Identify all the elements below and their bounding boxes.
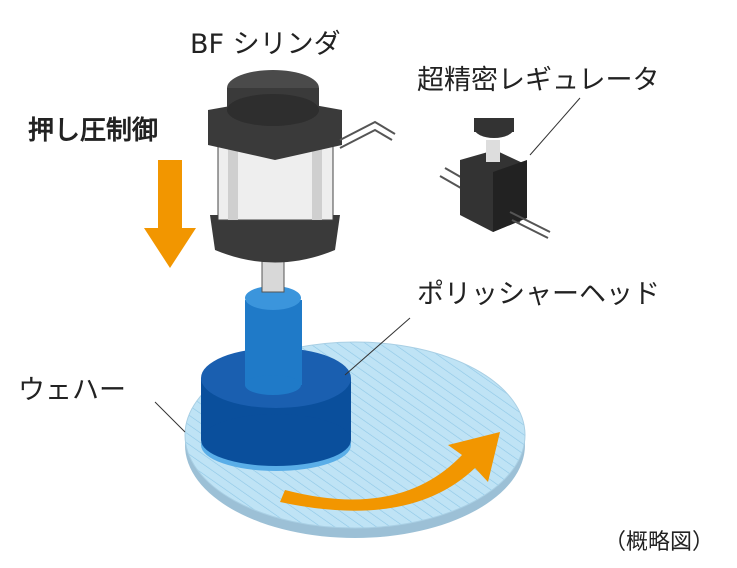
bf-cylinder: [208, 70, 396, 263]
wafer-label: ウェハー: [18, 375, 126, 406]
regulator-label: 超精密レギュレータ: [417, 65, 660, 96]
regulator: [439, 118, 551, 239]
rotation-arrow: [280, 432, 500, 511]
polisher-head-label: ポリッシャーヘッド: [417, 279, 660, 310]
polisher-head: [201, 286, 351, 471]
cylinder-label: BF シリンダ: [190, 29, 341, 60]
pressure-arrow: [144, 160, 196, 268]
pressure-control-label: 押し圧制御: [28, 116, 159, 146]
schematic-note: （概略図）: [604, 530, 715, 555]
